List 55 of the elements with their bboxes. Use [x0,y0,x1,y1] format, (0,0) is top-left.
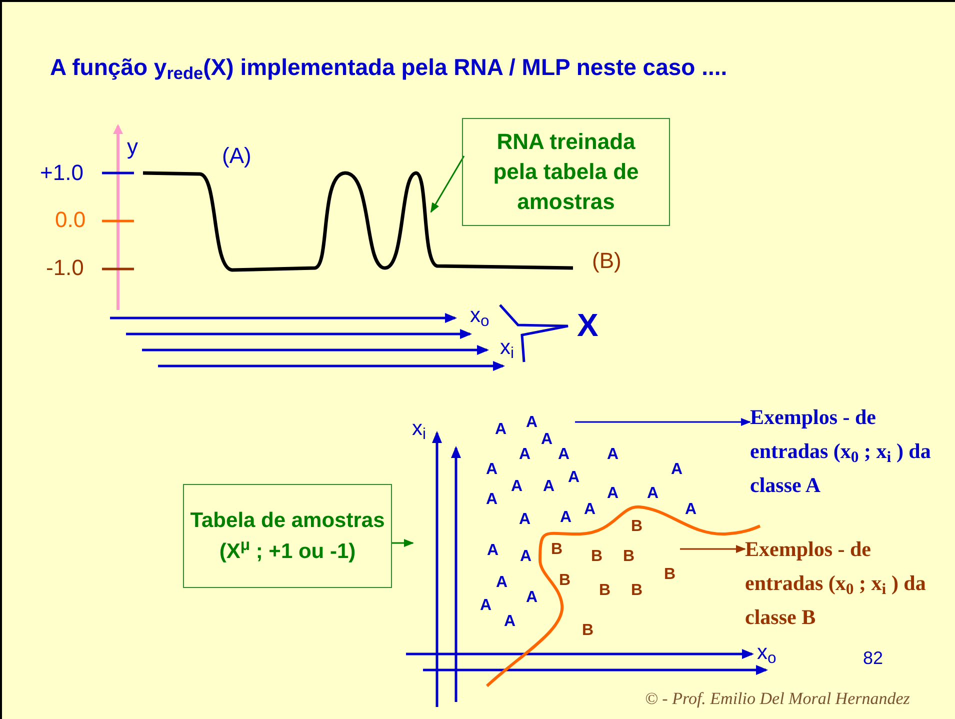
axis-label: x$_{o}$ [757,640,776,666]
arrow [430,156,465,213]
class-b-point: B [591,547,603,567]
class-a-point: A [560,508,572,528]
region-label: (B) [592,247,622,274]
axis-label: x$_{i}$ [412,416,426,442]
tick-label: 0.0 [55,206,86,234]
class-a-point: A [504,612,516,632]
class-a-point: A [671,460,683,480]
class-a-point: A [480,596,492,616]
class-a-point: A [685,500,697,520]
input-label: x$_{o}$ [470,303,490,330]
class-b-point: B [551,540,563,560]
class-a-point: A [541,430,553,450]
annotation-text: Exemplos - de entradas (x$_{0}$ ; x$_{i}$ ) da classe A [750,400,946,504]
tick-label: -1.0 [46,254,84,282]
arrow [680,545,746,553]
title: A função y$_{rede}$(X) implementada pela RNA / MLP neste caso .... [50,53,728,84]
text-box: Tabela de amostras (X$^{μ}$ ; +1 ou -1) [183,484,392,588]
class-a-point: A [543,477,555,497]
class-a-point: A [486,460,498,480]
class-a-point: A [607,445,619,465]
annotation-text: Exemplos - de entradas (x$_{0}$ ; x$_{i}$ ) da classe B [745,532,941,636]
arrow [392,539,414,547]
tick-label: +1.0 [40,159,84,186]
class-b-point: B [559,571,571,591]
class-b-point: B [664,565,676,585]
text-box: RNA treinada pela tabela de amostras [462,118,670,226]
class-a-point: A [647,484,659,504]
region-label: (A) [222,142,252,170]
class-b-point: B [631,581,643,601]
class-a-point: A [486,490,498,510]
arrow [575,418,751,426]
page-number: 82 [863,647,884,670]
class-b-point: B [631,517,643,537]
input-label: x$_{i}$ [500,335,514,362]
class-a-point: A [607,484,619,504]
class-a-point: A [519,510,531,530]
vector-label: X [577,306,598,345]
class-a-point: A [526,413,538,433]
class-a-point: A [584,500,596,520]
axis-label: y [127,133,138,160]
class-b-point: B [599,581,611,601]
class-a-point: A [511,477,523,497]
class-a-point: A [526,588,538,608]
class-a-point: A [496,573,508,593]
class-a-point: A [495,420,507,440]
class-a-point: A [568,468,580,488]
copyright-note: © - Prof. Emilio Del Moral Hernandez [645,688,910,710]
class-b-point: B [623,547,635,567]
class-a-point: A [487,541,499,561]
class-a-point: A [519,445,531,465]
class-a-point: A [520,547,532,567]
class-a-point: A [558,445,570,465]
class-b-point: B [582,621,594,641]
